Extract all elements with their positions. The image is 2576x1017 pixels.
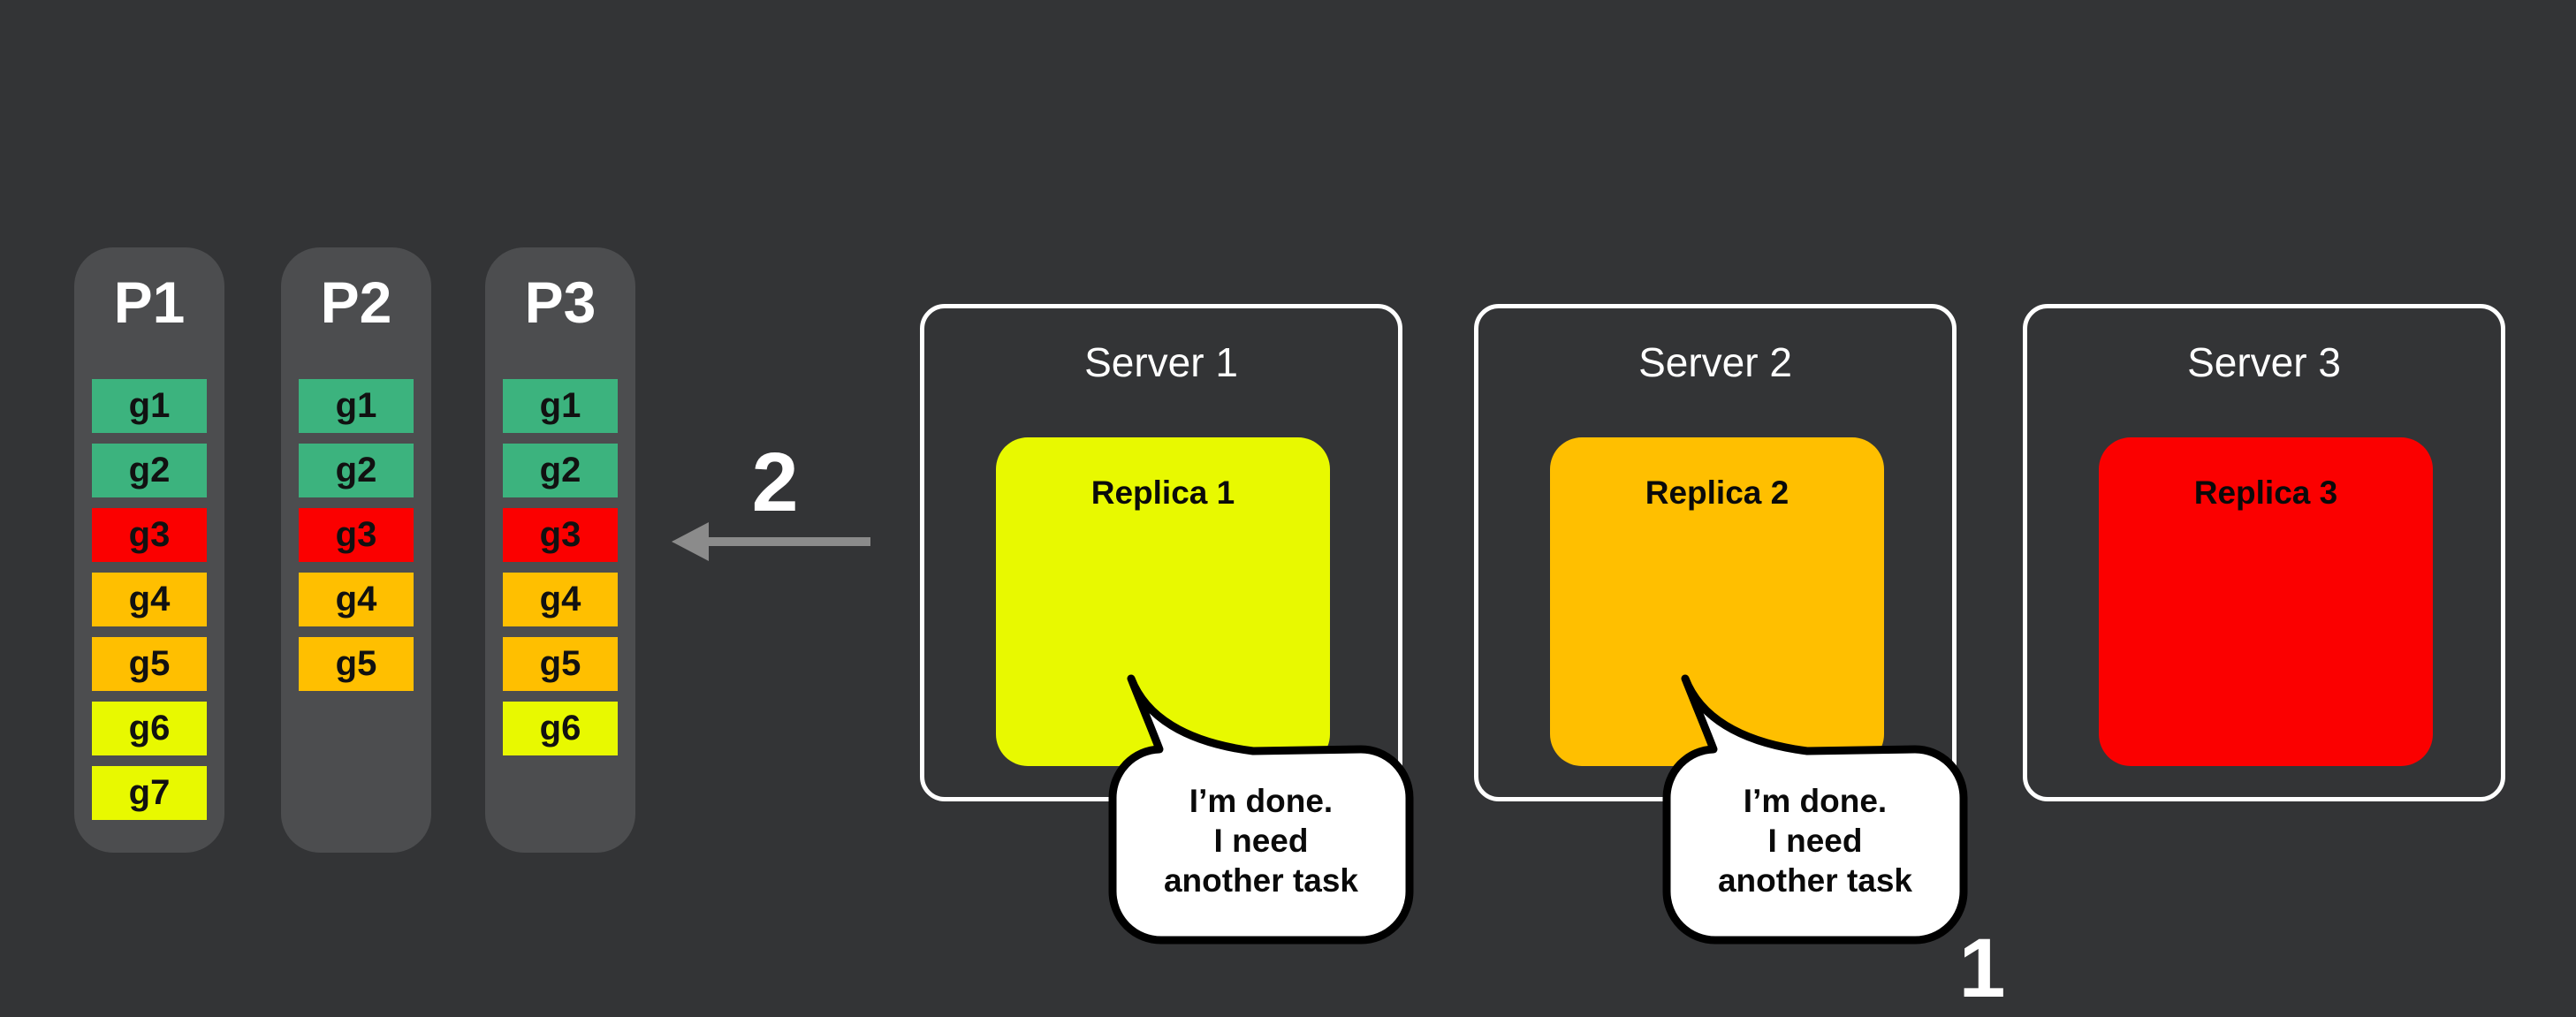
partition-p1-cells: g1 g2 g3 g4 g5 g6 g7 (92, 379, 207, 820)
task-cell-p1-g6: g6 (92, 702, 207, 755)
bubble-line: another task (1717, 862, 1912, 899)
task-cell-p1-g5: g5 (92, 637, 207, 691)
partition-p2: P2 g1 g2 g3 g4 g5 (281, 247, 431, 853)
speech-bubble-server2-text: I’m done. I need another task (1667, 781, 1964, 900)
task-cell-p3-g5: g5 (503, 637, 618, 691)
server-3-title: Server 3 (2187, 339, 2341, 385)
task-cell-p3-g4: g4 (503, 573, 618, 626)
page-background: { "colors": { "background": "#333436", "… (74, 247, 2505, 1015)
task-cell-p3-g2: g2 (503, 444, 618, 497)
step-1-label: 1 (1958, 922, 2006, 1015)
partition-p3-cells: g1 g2 g3 g4 g5 g6 (503, 379, 618, 755)
task-cell-p3-g1: g1 (503, 379, 618, 433)
task-cell-p1-g1: g1 (92, 379, 207, 433)
step-2-label: 2 (751, 436, 799, 529)
replica-3-box: Replica 3 (2099, 437, 2433, 766)
replica-2-box: Replica 2 (1550, 437, 1884, 766)
bubble-line: I need (1767, 823, 1863, 859)
task-cell-p2-g1: g1 (299, 379, 414, 433)
left-arrow-icon (672, 522, 870, 561)
server-2-title: Server 2 (1638, 339, 1792, 385)
task-cell-p3-g6: g6 (503, 702, 618, 755)
server-1-box: Server 1 Replica 1 (920, 304, 1402, 801)
task-cell-p2-g2: g2 (299, 444, 414, 497)
task-cell-p1-g2: g2 (92, 444, 207, 497)
bubble-line: I’m done. (1743, 783, 1888, 819)
partition-p2-title: P2 (320, 269, 392, 335)
task-cell-p2-g3: g3 (299, 508, 414, 562)
diagram-canvas: P1 g1 g2 g3 g4 g5 g6 g7 P2 g1 g2 g3 g4 g… (74, 247, 2505, 1015)
task-cell-p1-g4: g4 (92, 573, 207, 626)
partition-p2-cells: g1 g2 g3 g4 g5 (299, 379, 414, 691)
replica-1-label: Replica 1 (1090, 474, 1235, 511)
task-cell-p1-g3: g3 (92, 508, 207, 562)
replica-2-label: Replica 2 (1645, 474, 1790, 511)
replica-1-box: Replica 1 (996, 437, 1330, 766)
bubble-line: another task (1163, 862, 1358, 899)
speech-bubble-shape (1108, 674, 1414, 945)
task-cell-p1-g7: g7 (92, 766, 207, 820)
speech-bubble-server1 (1108, 674, 1414, 945)
server-1-title: Server 1 (1084, 339, 1238, 385)
speech-bubble-server1-text: I’m done. I need another task (1113, 781, 1410, 900)
task-cell-p2-g4: g4 (299, 573, 414, 626)
partition-p3-title: P3 (524, 269, 597, 335)
partition-p3: P3 g1 g2 g3 g4 g5 g6 (485, 247, 635, 853)
replica-3-label: Replica 3 (2193, 474, 2338, 511)
task-cell-p2-g5: g5 (299, 637, 414, 691)
bubble-line: I’m done. (1189, 783, 1334, 819)
speech-bubble-server2 (1662, 674, 1968, 945)
speech-bubble-shape (1662, 674, 1968, 945)
partition-p1: P1 g1 g2 g3 g4 g5 g6 g7 (74, 247, 224, 853)
partition-p1-title: P1 (113, 269, 186, 335)
server-3-box: Server 3 Replica 3 (2023, 304, 2505, 801)
bubble-line: I need (1213, 823, 1309, 859)
task-cell-p3-g3: g3 (503, 508, 618, 562)
